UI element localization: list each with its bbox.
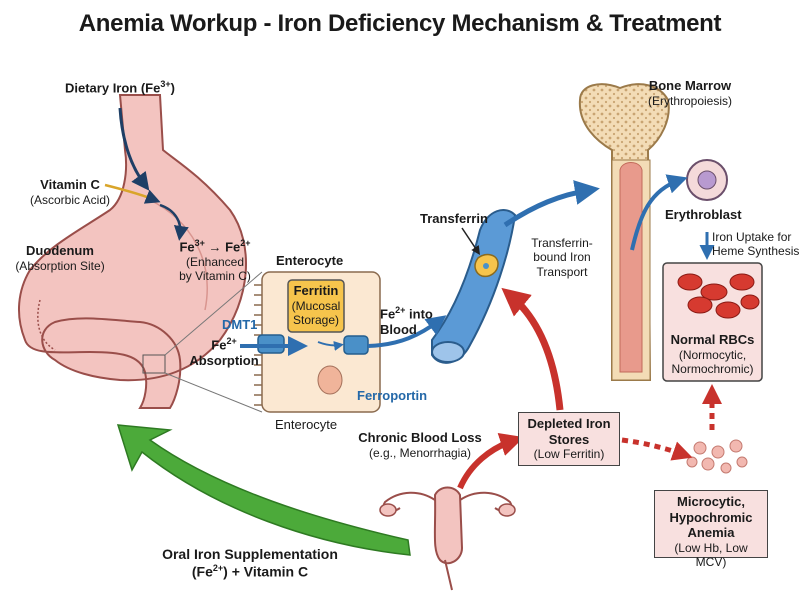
bone-marrow-label: Bone Marrow (Erythropoiesis) [647, 78, 733, 108]
blood-vessel [431, 209, 517, 364]
enterocyte-bottom-label: Enterocyte [275, 417, 338, 432]
duodenum-label: Duodenum (Absorption Site) [15, 243, 105, 273]
oral-iron-supplementation-label: Oral Iron Supplementation (Fe2+) + Vitam… [162, 546, 338, 580]
erythroblast-cell [686, 159, 728, 201]
chronic-blood-loss-label: Chronic Blood Loss (e.g., Menorrhagia) [358, 430, 482, 460]
depleted-to-vessel-arrow [501, 287, 564, 411]
normal-rbc-cells [677, 273, 760, 319]
ferritin-label: Ferritin (Mucosal Storage) [291, 283, 341, 327]
marrow-cavity [619, 162, 643, 373]
vitamin-c-arrow [104, 183, 161, 204]
stomach-illustration [18, 94, 247, 409]
depleted-iron-stores-box: Depleted Iron Stores (Low Ferritin) [518, 412, 620, 466]
normal-rbcs-box [662, 262, 763, 382]
iron-conversion-label: Fe3+ → Fe2+ (Enhanced by Vitamin C) [179, 238, 251, 284]
transferrin-label-pointer [461, 227, 480, 255]
blood-loss-to-depleted-arrow [457, 432, 525, 490]
normal-rbcs-label: Normal RBCs (Normocytic, Normochromic) [670, 332, 755, 376]
ferroportin-transporter-icon [343, 335, 369, 355]
transferrin-label: Transferrin [420, 211, 488, 226]
transferrin-transport-label: Transferrin- bound Iron Transport [531, 236, 593, 279]
enterocyte-top-label: Enterocyte [276, 253, 344, 268]
transferrin-to-bone-arrow [503, 180, 600, 228]
dietary-iron-label: Dietary Iron (Fe3+) [65, 79, 175, 96]
erythroblast-label: Erythroblast [665, 207, 742, 222]
oral-iron-supplementation-arrow [116, 424, 411, 556]
page-title: Anemia Workup - Iron Deficiency Mechanis… [78, 10, 722, 37]
dietary-iron-arrow [118, 107, 150, 191]
depleted-to-microcytic-arrow [621, 437, 693, 461]
enterocyte-cell [254, 271, 381, 413]
fe2-into-blood-label: Fe2+ into Blood [380, 305, 433, 337]
microcytic-rbc-cells [686, 439, 748, 474]
microcytic-anemia-box: Microcytic, Hypochromic Anemia (Low Hb, … [654, 490, 768, 569]
ferritin-box [287, 279, 345, 333]
dmt1-label: DMT1 [222, 317, 258, 332]
conversion-arrow [159, 203, 189, 241]
nucleus-icon [317, 365, 343, 395]
iron-uptake-label: Iron Uptake for Heme Synthesis [712, 230, 800, 259]
intracellular-iron-arrow [317, 341, 344, 351]
ferroportin-label: Ferroportin [357, 388, 428, 403]
zoom-line-top [164, 271, 263, 356]
iron-into-blood-arrow [367, 315, 447, 348]
vitamin-c-label: Vitamin C (Ascorbic Acid) [29, 177, 111, 207]
fe2-absorption-label: Fe2+ Absorption [189, 336, 259, 368]
bone-illustration [578, 83, 670, 381]
duodenum-zoom-box [142, 354, 166, 374]
marrow-to-erythroblast-arrow [630, 174, 688, 251]
uterus-illustration [379, 486, 516, 591]
zoom-line-bottom [164, 372, 263, 413]
